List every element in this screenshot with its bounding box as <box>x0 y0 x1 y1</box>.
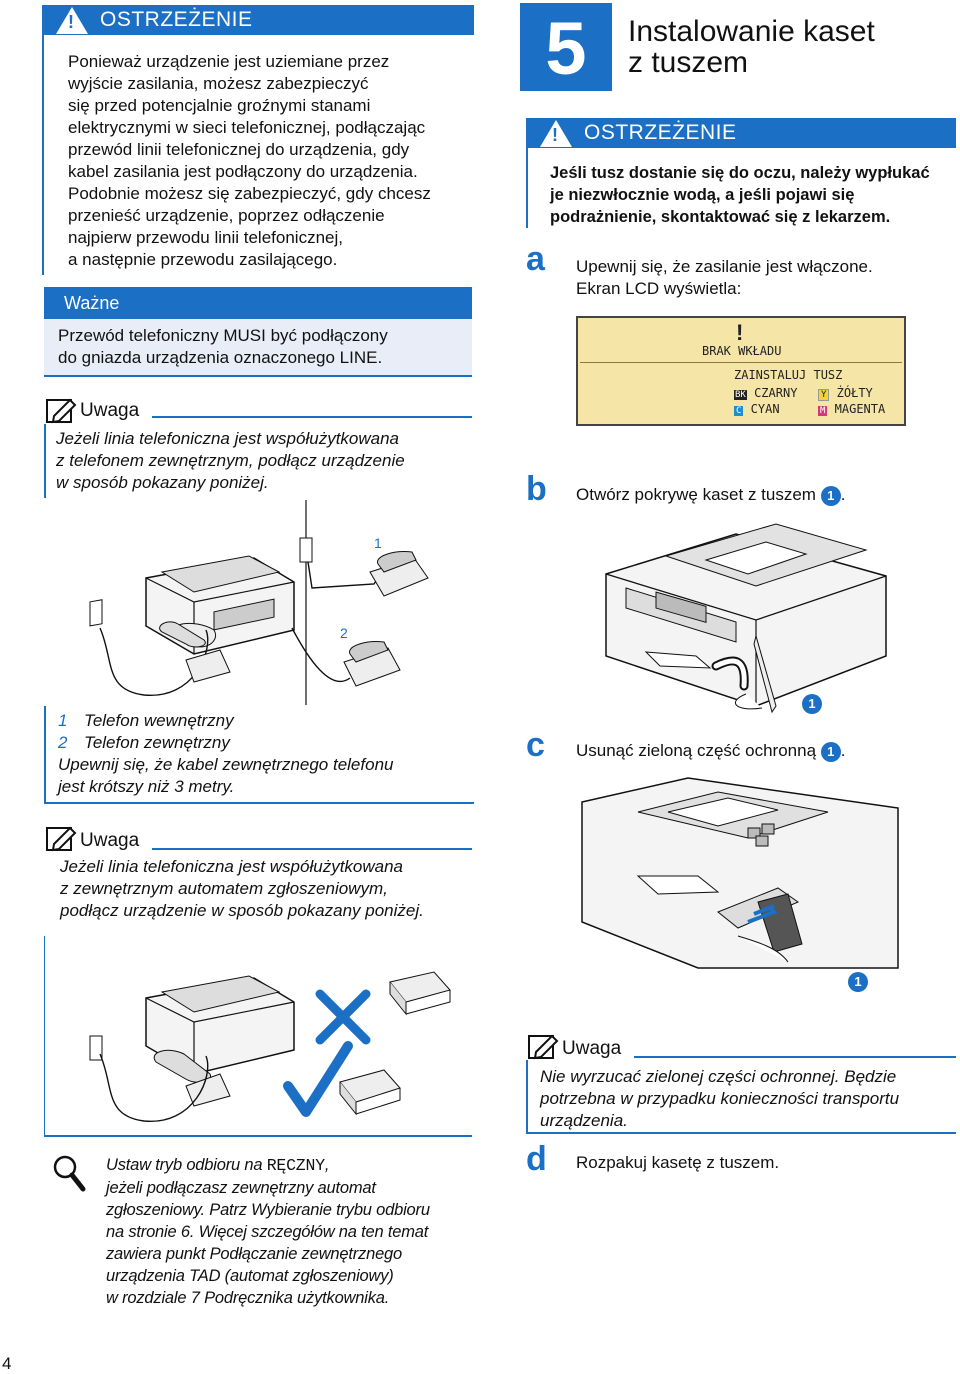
note-box-2: Uwaga Jeżeli linia telefoniczna jest wsp… <box>44 822 472 934</box>
step-a-letter: a <box>526 240 545 278</box>
connection-diagram-1: 1 2 <box>89 500 429 705</box>
cable-length-note: Upewnij się, że kabel zewnętrznego telef… <box>58 755 394 796</box>
warning-box-right: ! OSTRZEŻENIE Jeśli tusz dostanie się do… <box>526 118 956 228</box>
correct-check-icon <box>283 1041 353 1117</box>
printer-open-cover-image <box>605 523 887 714</box>
step-number-badge: 5 <box>520 3 612 91</box>
diagram-label-2: 2 <box>340 625 348 641</box>
note-box-1: Uwaga Jeżeli linia telefoniczna jest wsp… <box>44 394 472 498</box>
note-underline <box>634 1056 956 1058</box>
note-text: Nie wyrzucać zielonej części ochronnej. … <box>540 1067 900 1130</box>
callout-1-icon: 1 <box>802 694 822 714</box>
note-left-border <box>526 1060 528 1132</box>
note-underline <box>152 848 472 850</box>
telephone-1-image <box>369 551 429 597</box>
note-pencil-icon <box>528 1034 559 1060</box>
warning-triangle-icon: ! <box>56 6 88 34</box>
lcd-ink-cyan: C CYAN <box>734 402 780 416</box>
lcd-screen: ! BRAK WKŁADU ZAINSTALUJ TUSZ BK CZARNY … <box>576 316 906 426</box>
step-d-letter: d <box>526 1140 547 1178</box>
note-title: Uwaga <box>562 1038 622 1059</box>
warning-box-left: ! OSTRZEŻENIE Ponieważ urządzenie jest u… <box>42 5 474 275</box>
lcd-line2: ZAINSTALUJ TUSZ <box>734 368 843 382</box>
warning-header: ! OSTRZEŻENIE <box>528 118 956 148</box>
callout-ref-icon: 1 <box>820 741 841 762</box>
important-box: Ważne Przewód telefoniczny MUSI być podł… <box>44 287 472 377</box>
warning-text: Jeśli tusz dostanie się do oczu, należy … <box>550 164 930 226</box>
step-d-text: Rozpakuj kasetę z tuszem. <box>576 1153 780 1172</box>
step-c-text: Usunąć zieloną część ochronną 1. <box>576 741 846 762</box>
note-text: Jeżeli linia telefoniczna jest współużyt… <box>60 857 424 920</box>
note-pencil-icon <box>46 398 77 424</box>
step-a-text: Upewnij się, że zasilanie jest włączone.… <box>576 257 873 298</box>
lcd-alert-icon: ! <box>736 320 744 345</box>
note-bottom-border <box>526 1132 956 1134</box>
important-text: Przewód telefoniczny MUSI być podłączony… <box>58 326 388 367</box>
fax-machine-image <box>145 555 295 655</box>
magnifier-icon <box>53 1155 86 1192</box>
warning-title: OSTRZEŻENIE <box>100 8 253 31</box>
telephone-internal-image <box>159 621 231 683</box>
lcd-ink-magenta: M MAGENTA <box>818 402 886 416</box>
fax-machine-image <box>145 975 295 1107</box>
page-number: 4 <box>2 1354 12 1373</box>
incorrect-x-icon <box>315 989 371 1045</box>
callout-1-icon: 1 <box>848 972 868 992</box>
diagram-label-1: 1 <box>374 535 382 551</box>
lcd-divider <box>580 362 902 363</box>
note-text: Jeżeli linia telefoniczna jest współużyt… <box>56 429 405 492</box>
lcd-ink-yellow: Y ŻÓŁTY <box>818 386 873 401</box>
note-left-border <box>44 424 46 498</box>
wall-socket-icon <box>89 599 103 627</box>
note-box-right: Uwaga Nie wyrzucać zielonej części ochro… <box>526 1030 956 1134</box>
warning-title: OSTRZEŻENIE <box>584 121 737 144</box>
lcd-line1: BRAK WKŁADU <box>702 344 782 358</box>
important-title: Ważne <box>64 293 120 313</box>
telephone-2-image <box>343 641 401 687</box>
connection-diagram-2 <box>44 936 472 1137</box>
note-underline <box>152 416 472 418</box>
warning-text: Ponieważ urządzenie jest uziemiane przez… <box>68 52 431 269</box>
warning-triangle-icon: ! <box>540 119 572 147</box>
wall-socket-icon <box>89 1035 103 1061</box>
tip-box: Ustaw tryb odbioru na RĘCZNY, jeżeli pod… <box>44 1150 472 1310</box>
section-title: Instalowanie kaset z tuszem <box>628 15 875 79</box>
wall-socket-top-icon <box>299 537 313 563</box>
step-b-text: Otwórz pokrywę kaset z tuszem 1. <box>576 485 846 506</box>
note-title: Uwaga <box>80 400 140 421</box>
answering-machine-image <box>339 1069 401 1116</box>
warning-header: ! OSTRZEŻENIE <box>44 5 474 35</box>
note-title: Uwaga <box>80 830 140 851</box>
step-c-letter: c <box>526 726 545 764</box>
callout-ref-icon: 1 <box>820 485 841 506</box>
step-b-letter: b <box>526 470 547 508</box>
answering-machine-image <box>389 971 451 1016</box>
printer-remove-protector-image <box>581 777 899 969</box>
lcd-ink-black: BK CZARNY <box>734 386 798 400</box>
note-pencil-icon <box>46 826 77 852</box>
button-cluster-icon <box>747 823 775 847</box>
tip-text: Ustaw tryb odbioru na RĘCZNY, jeżeli pod… <box>106 1156 430 1307</box>
important-header: Ważne <box>44 287 472 319</box>
